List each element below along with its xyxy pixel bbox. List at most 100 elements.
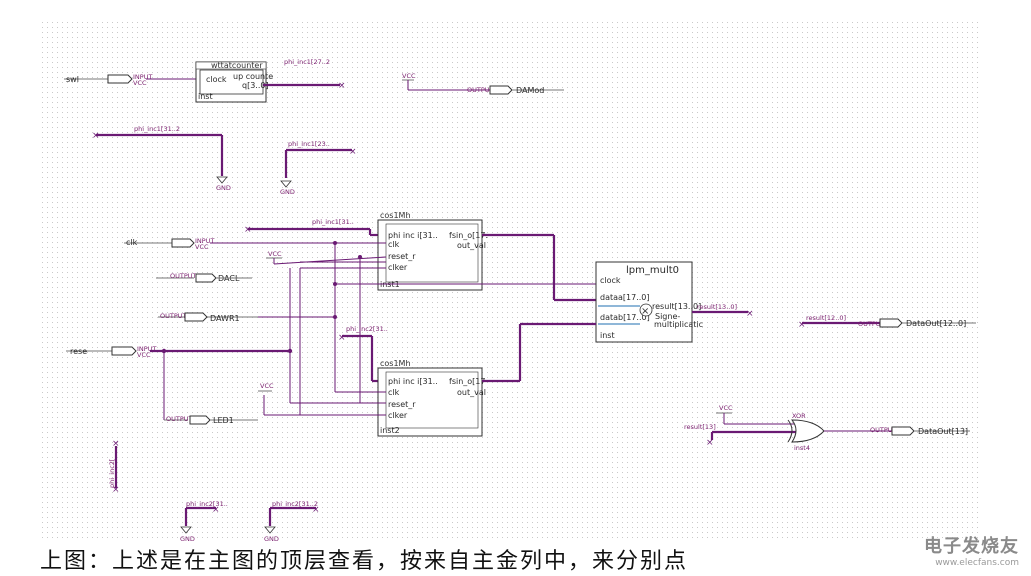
counter-clock-port: clock — [206, 75, 227, 84]
output-damod-label: DAMod — [516, 86, 544, 95]
multiply-x-icon: × — [641, 306, 649, 317]
block-cos1-inst2[interactable]: cos1Mh phi inc i[31.. clk reset_r clker … — [377, 359, 486, 437]
net-end-x-icon: × — [338, 333, 346, 343]
svg-text:OUTPUT: OUTPUT — [858, 320, 885, 328]
watermark-url: www.elecfans.com — [935, 558, 1019, 568]
input-swl[interactable]: swl INPUT VCC — [64, 73, 204, 87]
cos1-port-phi: phi inc i[31.. — [388, 231, 438, 240]
output-dataout13-label: DataOut[13] — [918, 427, 968, 436]
xor-gate-icon — [790, 419, 825, 443]
net-phi-inc1-27: phi_inc1[27..2 — [284, 58, 330, 66]
output-pin-icon — [189, 415, 211, 425]
mult-inst: inst — [600, 331, 615, 340]
vcc-tag: VCC — [133, 79, 147, 87]
xor-gate[interactable]: VCC result[13] × XOR inst4 — [684, 404, 825, 452]
svg-text:phi_inc2[31..2: phi_inc2[31..2 — [272, 500, 318, 508]
net-result13-0: result[13..0] — [697, 303, 737, 311]
vcc-symbol-label: VCC — [719, 404, 733, 412]
vcc-symbol-label: VCC — [260, 382, 274, 390]
svg-text:GND: GND — [216, 184, 231, 192]
block-lpm-mult0[interactable]: lpm_mult0 clock dataa[17..0] datab[17..0… — [595, 261, 703, 343]
mult-type-label: multiplicatic — [654, 320, 703, 329]
mult-title: lpm_mult0 — [626, 265, 679, 276]
vcc-symbol-label: VCC — [402, 72, 416, 80]
svg-text:phi_inc2[: phi_inc2[ — [108, 459, 116, 488]
svg-text:GND: GND — [180, 535, 195, 543]
output-dacl[interactable]: OUTPUT DACL — [156, 272, 252, 283]
block-cos1-inst1[interactable]: cos1Mh phi inc i[31.. clk reset_r clker … — [377, 211, 488, 291]
output-led1[interactable]: OUTPUT LED1 — [164, 415, 258, 425]
gnd-icon — [264, 526, 276, 534]
counter-q-port: q[3..0] — [242, 81, 269, 90]
mult-signed-label: Signe- — [655, 312, 680, 321]
svg-text:OUTPUT: OUTPUT — [870, 426, 897, 434]
cos2-port-fsin: fsin_o[17 — [449, 377, 485, 386]
mult-port-dataa: dataa[17..0] — [600, 293, 650, 302]
net-result13: result[13] — [684, 423, 716, 431]
counter-title: wttatcounter — [211, 61, 263, 70]
net-end-x-icon: × — [92, 131, 100, 141]
svg-text:OUTPUT: OUTPUT — [160, 312, 187, 320]
output-damod[interactable]: VCC OUTPUT DAMod — [402, 72, 564, 95]
cos2-port-reset: reset_r — [388, 400, 416, 409]
svg-text:GND: GND — [280, 188, 295, 196]
output-led1-label: LED1 — [213, 416, 234, 425]
net-phi-inc2-vertical: × × phi_inc2[ — [108, 439, 120, 495]
svg-text:VCC: VCC — [195, 243, 209, 251]
net-phi-inc1-23: phi_inc1[23.. — [288, 140, 330, 148]
output-dawr-label: DAWR1 — [210, 314, 240, 323]
svg-text:OUTPUT: OUTPUT — [170, 272, 197, 280]
gnd-symbol: GND — [216, 176, 231, 192]
xor-inst: inst4 — [794, 444, 810, 452]
cos2-port-outval: out_val — [457, 388, 486, 397]
input-tag: INPUT — [133, 73, 152, 81]
mult-port-datab: datab[17..0] — [600, 313, 650, 322]
net-result12-0: result[12..0] — [806, 314, 846, 322]
input-pin-icon — [107, 74, 133, 84]
input-rese[interactable]: rese INPUT VCC — [66, 345, 156, 359]
net-end-x-icon: × — [706, 438, 714, 448]
gnd-icon — [180, 526, 192, 534]
cos2-inst: inst2 — [380, 426, 400, 435]
net-end-x-icon: × — [244, 225, 252, 235]
input-swl-label: swl — [66, 75, 79, 84]
svg-text:GND: GND — [264, 535, 279, 543]
cos2-title: cos1Mh — [380, 359, 411, 368]
xor-title: XOR — [792, 412, 806, 420]
cos1-port-fsin: fsin_o[17. — [449, 231, 488, 240]
mult-port-result: result[13..0] — [652, 302, 701, 311]
svg-text:INPUT: INPUT — [137, 345, 156, 353]
output-tag: OUTPUT — [467, 86, 494, 94]
output-pin-icon — [184, 312, 208, 322]
net-end-x-icon: × — [338, 81, 346, 91]
svg-text:INPUT: INPUT — [195, 237, 214, 245]
svg-text:×: × — [112, 439, 120, 449]
input-pin-icon — [111, 346, 137, 356]
cos2-port-clker: clker — [388, 411, 408, 420]
cos1-port-outval: out_val — [457, 241, 486, 250]
vcc-symbol-label: VCC — [268, 250, 282, 258]
net-phi-inc1-31: phi_inc1[31.. — [312, 218, 354, 226]
output-pin-icon — [195, 273, 217, 283]
input-clk[interactable]: clk INPUT VCC — [124, 237, 214, 251]
multiplier-icon — [639, 303, 653, 317]
svg-text:×: × — [212, 505, 220, 515]
cos2-port-clk: clk — [388, 388, 400, 397]
svg-text:VCC: VCC — [137, 351, 151, 359]
cos1-port-clk: clk — [388, 240, 400, 249]
watermark: 电子发烧友 www.elecfans.com — [924, 532, 1019, 568]
output-pin-icon — [489, 85, 513, 95]
counter-inst: inst — [198, 92, 213, 101]
net-phi-inc2-31: phi_inc2[31.. — [346, 325, 388, 333]
net-phi-inc1-31-2: phi_inc1[31..2 — [134, 125, 180, 133]
output-dataout13[interactable]: OUTPUT DataOut[13] — [824, 426, 970, 436]
cos1-title: cos1Mh — [380, 211, 411, 220]
output-dataout12[interactable]: × result[12..0] OUTPUT DataOut[12..0] — [798, 314, 976, 330]
block-counter[interactable]: wttatcounter clock up counte q[3..0] ins… — [195, 61, 273, 103]
input-rese-label: rese — [70, 347, 87, 356]
output-pin-icon — [879, 318, 903, 328]
svg-text:OUTPUT: OUTPUT — [166, 415, 193, 423]
output-dawr[interactable]: OUTPUT DAWR1 — [158, 312, 258, 323]
counter-up-label: up counte — [233, 72, 273, 81]
